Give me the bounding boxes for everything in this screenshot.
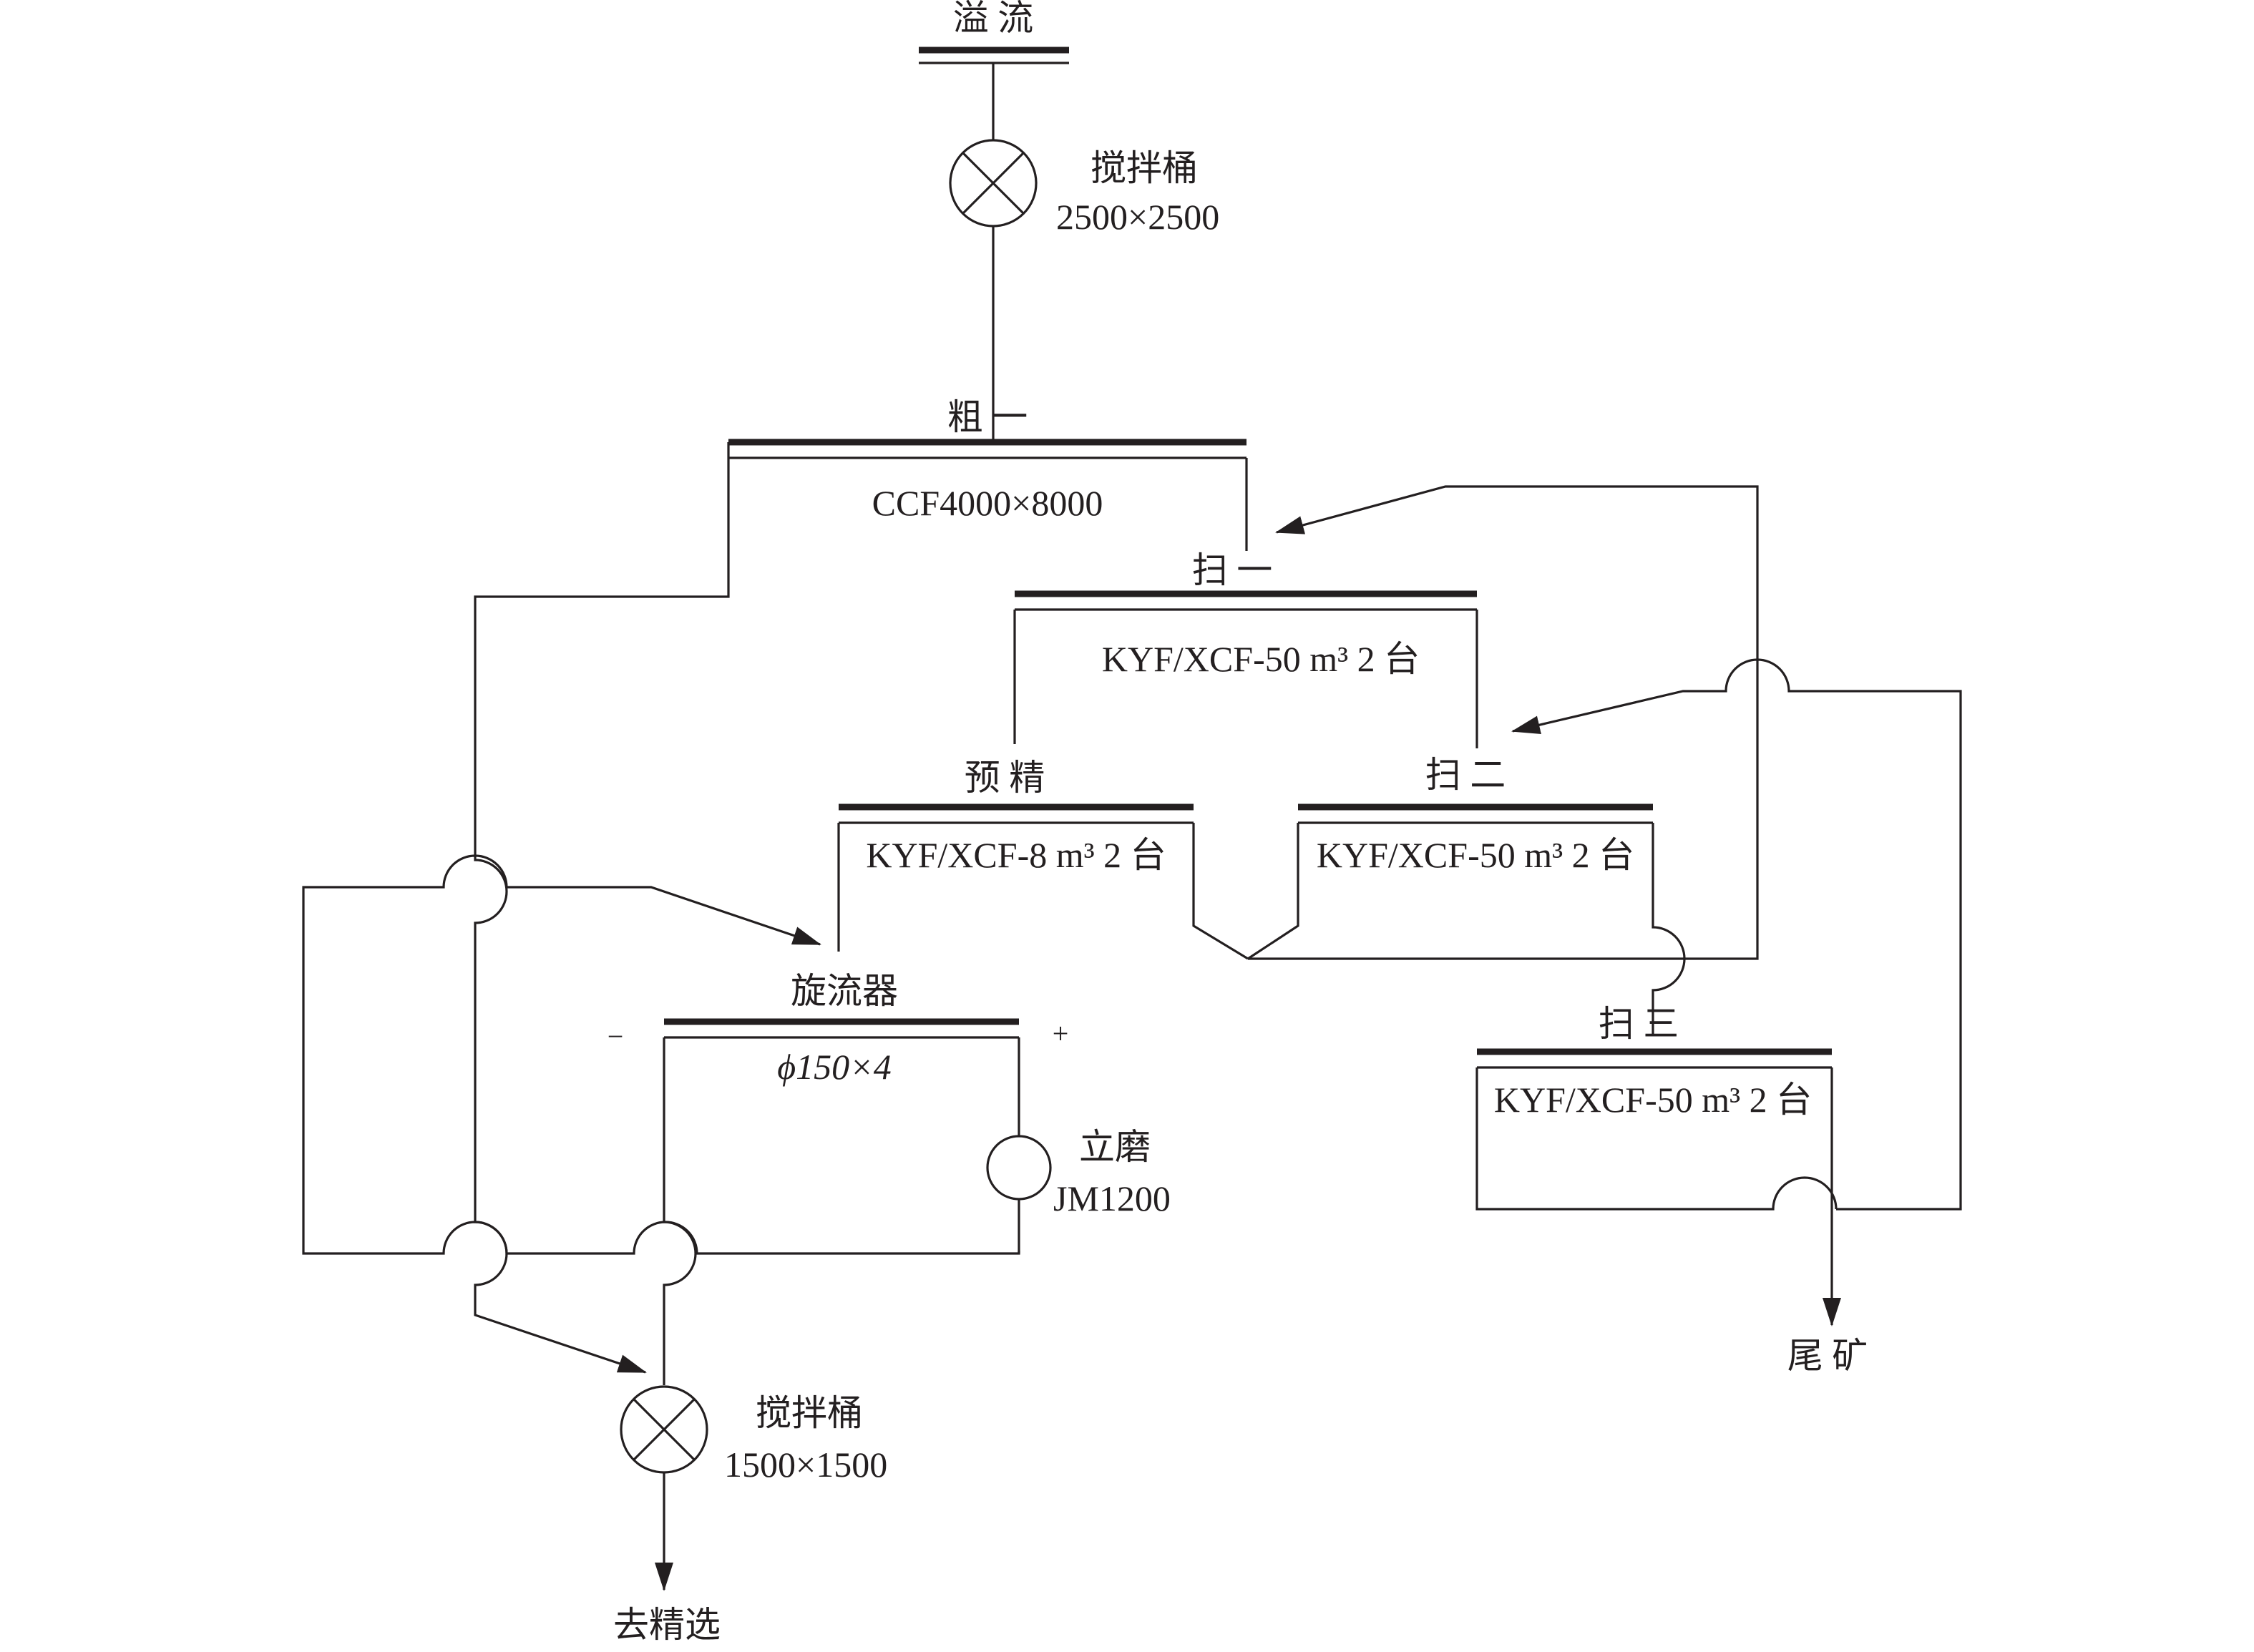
- vertical-mill-name: 立磨: [1079, 1127, 1151, 1167]
- scavenger-1-stage: 扫 一 KYF/XCF-50 m³ 2 台: [1015, 550, 1477, 679]
- vertical-mill-symbol: [986, 1135, 1052, 1201]
- cyclone-name: 旋流器: [791, 971, 898, 1011]
- agitation-tank-top: 搅拌桶 2500×2500: [949, 139, 1219, 442]
- cyclone-underflow-sign: +: [1053, 1017, 1069, 1050]
- scavenger-2-stage: 扫 二 KYF/XCF-50 m³ 2 台: [1298, 755, 1653, 875]
- scavenger-2-return-to-scavenger-1-line: [1248, 485, 1759, 960]
- to-cleaning-label: 去精选: [613, 1605, 721, 1645]
- rougher-name: 粗 一: [947, 397, 1028, 437]
- pre-concentration-stage: 预 精 KYF/XCF-8 m³ 2 台: [839, 758, 1194, 875]
- overflow-label: 溢 流: [953, 0, 1034, 38]
- rougher-stage: 粗 一 CCF4000×8000: [728, 397, 1246, 523]
- agitation-tank-top-size: 2500×2500: [1056, 197, 1219, 237]
- pre-concentration-name: 预 精: [965, 758, 1045, 798]
- rougher-concentrate-line: [474, 442, 730, 1374]
- vertical-mill-model: JM1200: [1053, 1178, 1171, 1218]
- scavenger-2-name: 扫 二: [1425, 755, 1506, 795]
- cyclone-overflow-sign: −: [608, 1020, 624, 1052]
- cyclone-spec: ϕ150×4: [777, 1047, 892, 1087]
- cyclone-stage: 旋流器 ϕ150×4 − +: [608, 971, 1069, 1087]
- agitation-tank-bottom-name: 搅拌桶: [756, 1393, 863, 1433]
- scavenger-3-return-to-scavenger-2-line: [1511, 658, 1962, 1211]
- overflow-feed: 溢 流: [919, 0, 1069, 140]
- pre-concentration-tailings-line: [1192, 823, 1249, 960]
- scavenger-3-name: 扫 三: [1599, 1004, 1679, 1044]
- scavenger-1-name: 扫 一: [1192, 550, 1273, 590]
- cyclone-overflow-line: [663, 1037, 697, 1385]
- scavenger-1-spec: KYF/XCF-50 m³ 2 台: [1102, 639, 1420, 679]
- rougher-spec: CCF4000×8000: [872, 483, 1103, 523]
- agitation-tank-top-name: 搅拌桶: [1091, 148, 1198, 188]
- agitation-tank-top-cross-b: [962, 152, 1025, 215]
- agitation-tank-bottom-cross-b: [633, 1398, 696, 1461]
- scavenger-2-concentrate-line: [1247, 823, 1299, 960]
- scavenger-3-stage: 扫 三 KYF/XCF-50 m³ 2 台: [1477, 1004, 1832, 1120]
- pre-concentration-spec: KYF/XCF-8 m³ 2 台: [866, 835, 1166, 875]
- scavenger-3-spec: KYF/XCF-50 m³ 2 台: [1494, 1080, 1812, 1120]
- agitation-tank-bottom: 搅拌桶 1500×1500: [620, 1385, 887, 1485]
- vertical-mill: 立磨 JM1200: [986, 1127, 1171, 1218]
- mill-discharge-to-cyclone-line: [302, 854, 1020, 1255]
- tailings-label: 尾 矿: [1787, 1336, 1868, 1376]
- agitation-tank-bottom-size: 1500×1500: [724, 1445, 887, 1485]
- scavenger-2-spec: KYF/XCF-50 m³ 2 台: [1317, 835, 1634, 875]
- scavenger-2-tailings-line: [1652, 823, 1686, 1036]
